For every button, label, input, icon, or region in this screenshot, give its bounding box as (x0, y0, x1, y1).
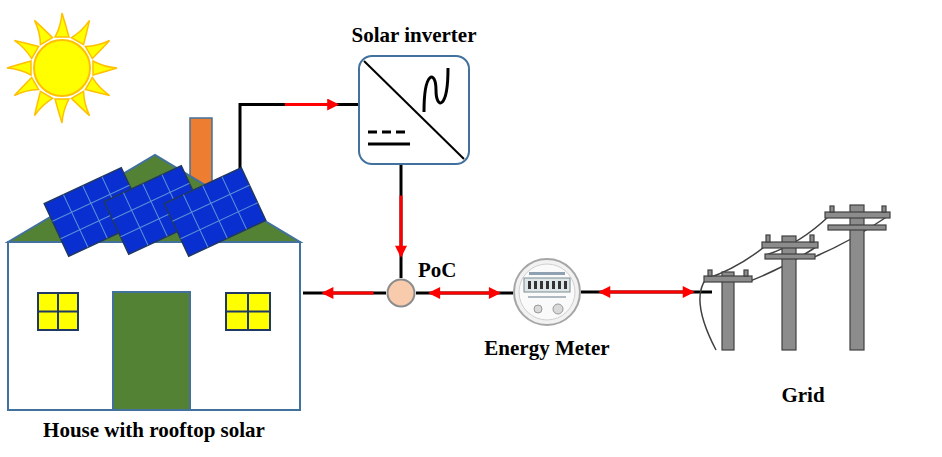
meter-display (524, 278, 570, 292)
crossarm (828, 225, 886, 230)
meter-print (528, 296, 566, 298)
wire (240, 105, 358, 179)
inverter-box: Solar inverter (358, 55, 470, 165)
window (226, 293, 270, 330)
grid-poles-drawing (700, 205, 890, 350)
power-flow-connector (240, 105, 358, 179)
flow-arrow (601, 291, 693, 294)
window (38, 293, 78, 330)
inverter-diagonal (364, 61, 464, 159)
insulator (882, 206, 886, 212)
solar-panel (164, 168, 266, 256)
power-flow-connector (303, 293, 386, 294)
meter-print (529, 272, 565, 275)
insulator (766, 235, 770, 242)
inverter-fill (359, 56, 469, 164)
meter-drawing (514, 259, 580, 325)
house (8, 118, 300, 410)
meter-body (514, 259, 580, 325)
insulator (744, 270, 748, 276)
sun-ray (85, 77, 113, 101)
grid-node: Grid (712, 205, 894, 353)
node-label: House with rooftop solar (43, 418, 265, 442)
window-frame (38, 293, 78, 330)
sun-ray (85, 34, 113, 58)
wire (400, 165, 403, 278)
power-flow-connector (401, 165, 402, 278)
sun-ray (71, 91, 95, 119)
pole (782, 236, 796, 350)
sun-ray (71, 17, 95, 45)
flow-arrow (431, 292, 499, 295)
sun-ray (55, 99, 69, 123)
inverter-symbol (359, 56, 469, 164)
insulator (708, 270, 712, 276)
ac-sine (424, 68, 448, 112)
insulator (810, 235, 814, 242)
house-node: House with rooftop solar (5, 178, 303, 412)
door (113, 292, 190, 410)
poc-circle-shape (388, 280, 415, 307)
crossarm (704, 276, 752, 282)
node-label: Grid (781, 383, 824, 407)
crossarm (765, 254, 815, 259)
sun-ray (11, 34, 39, 58)
sun-disc (34, 40, 90, 96)
insulator (830, 206, 834, 212)
window-frame (226, 293, 270, 330)
meter-digits (528, 281, 567, 289)
sun-ray (28, 91, 52, 119)
sun (7, 13, 117, 123)
poc-outline (386, 278, 416, 308)
sun-ray (93, 61, 117, 75)
sun-ray (55, 13, 69, 37)
sun-ray (7, 61, 31, 75)
node-label: Solar inverter (352, 23, 477, 47)
power-flow-connector (581, 292, 712, 293)
power-flow-connector (416, 293, 513, 294)
crossarm (762, 242, 818, 248)
flow-arrow (324, 292, 374, 295)
node-label: Energy Meter (484, 336, 609, 360)
wire (581, 291, 712, 294)
wire (303, 292, 386, 295)
meter-face (519, 264, 575, 320)
crossarm (825, 212, 890, 218)
meter-button (534, 305, 542, 313)
pole (722, 272, 734, 350)
energy-meter: Energy Meter (513, 258, 581, 326)
flow-arrow (400, 196, 403, 256)
dc-dashes (368, 131, 410, 134)
poc-circle: PoC (386, 278, 416, 308)
sun-ray (11, 77, 39, 101)
wire (416, 292, 513, 295)
meter-button (553, 304, 563, 314)
flow-arrow (285, 103, 337, 106)
node-label: PoC (418, 258, 457, 282)
house-wall (8, 242, 300, 410)
sun-ray (28, 17, 52, 45)
dc-line (368, 143, 410, 146)
